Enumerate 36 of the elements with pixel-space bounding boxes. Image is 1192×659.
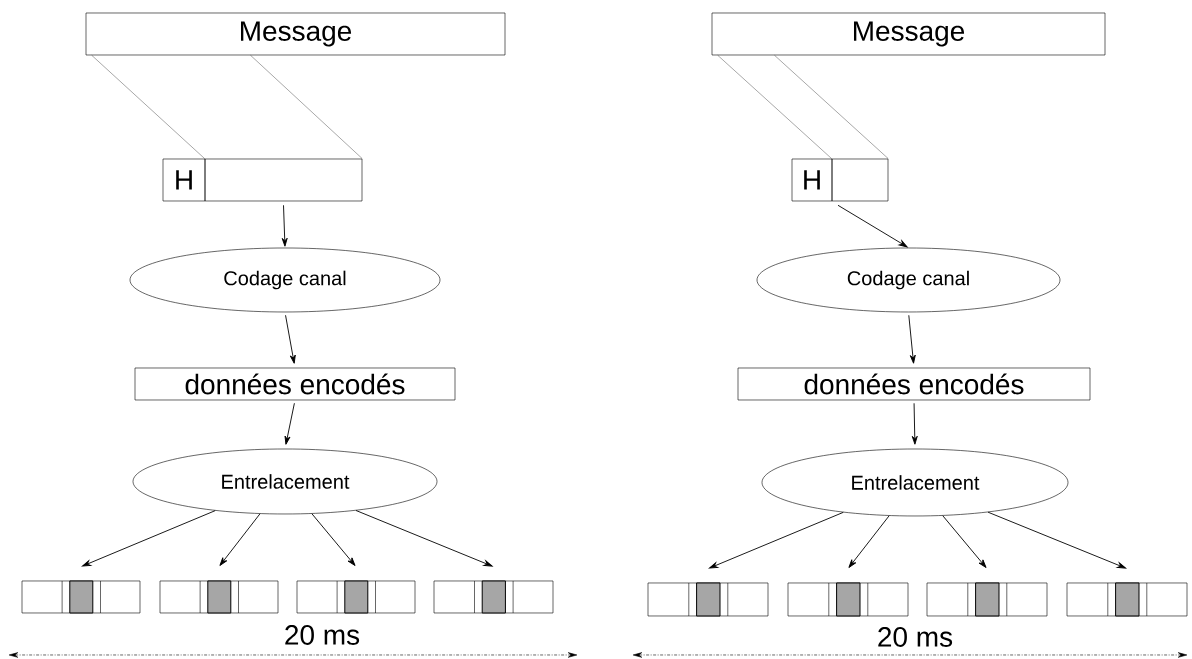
text-box: H bbox=[162, 158, 206, 202]
arrow bbox=[942, 515, 987, 568]
arrow bbox=[285, 314, 296, 364]
text-box: données encodés bbox=[737, 367, 1091, 401]
arrow bbox=[281, 204, 288, 247]
projection-line bbox=[250, 55, 363, 159]
arrow bbox=[908, 314, 916, 364]
frame-bar bbox=[787, 582, 909, 617]
frame-bar bbox=[433, 580, 554, 614]
arrow bbox=[708, 511, 844, 569]
dimension-label: 20 ms bbox=[878, 627, 953, 647]
arrow bbox=[284, 402, 295, 445]
text-box: Message bbox=[85, 12, 506, 56]
text-box: données encodés bbox=[134, 367, 456, 401]
dimension-label: 20 ms bbox=[285, 625, 360, 645]
frame-bar bbox=[296, 580, 416, 614]
arrow bbox=[848, 515, 890, 568]
arrow bbox=[219, 513, 261, 566]
arrow bbox=[311, 513, 356, 566]
text-box: H bbox=[791, 158, 833, 202]
text-box: Message bbox=[711, 12, 1106, 56]
arrow bbox=[987, 511, 1127, 569]
arrow bbox=[81, 510, 216, 567]
text-box bbox=[204, 158, 363, 202]
frame-bar bbox=[647, 582, 769, 617]
text-box bbox=[831, 158, 889, 202]
arrow bbox=[911, 402, 918, 445]
arrow bbox=[355, 510, 493, 567]
arrow bbox=[837, 204, 908, 248]
frame-bar bbox=[159, 580, 279, 614]
projection-line bbox=[774, 55, 889, 159]
frame-bar bbox=[21, 580, 141, 614]
projection-line bbox=[91, 55, 205, 159]
frame-bar bbox=[1066, 582, 1188, 617]
projection-line bbox=[717, 55, 832, 159]
frame-bar bbox=[926, 582, 1048, 617]
